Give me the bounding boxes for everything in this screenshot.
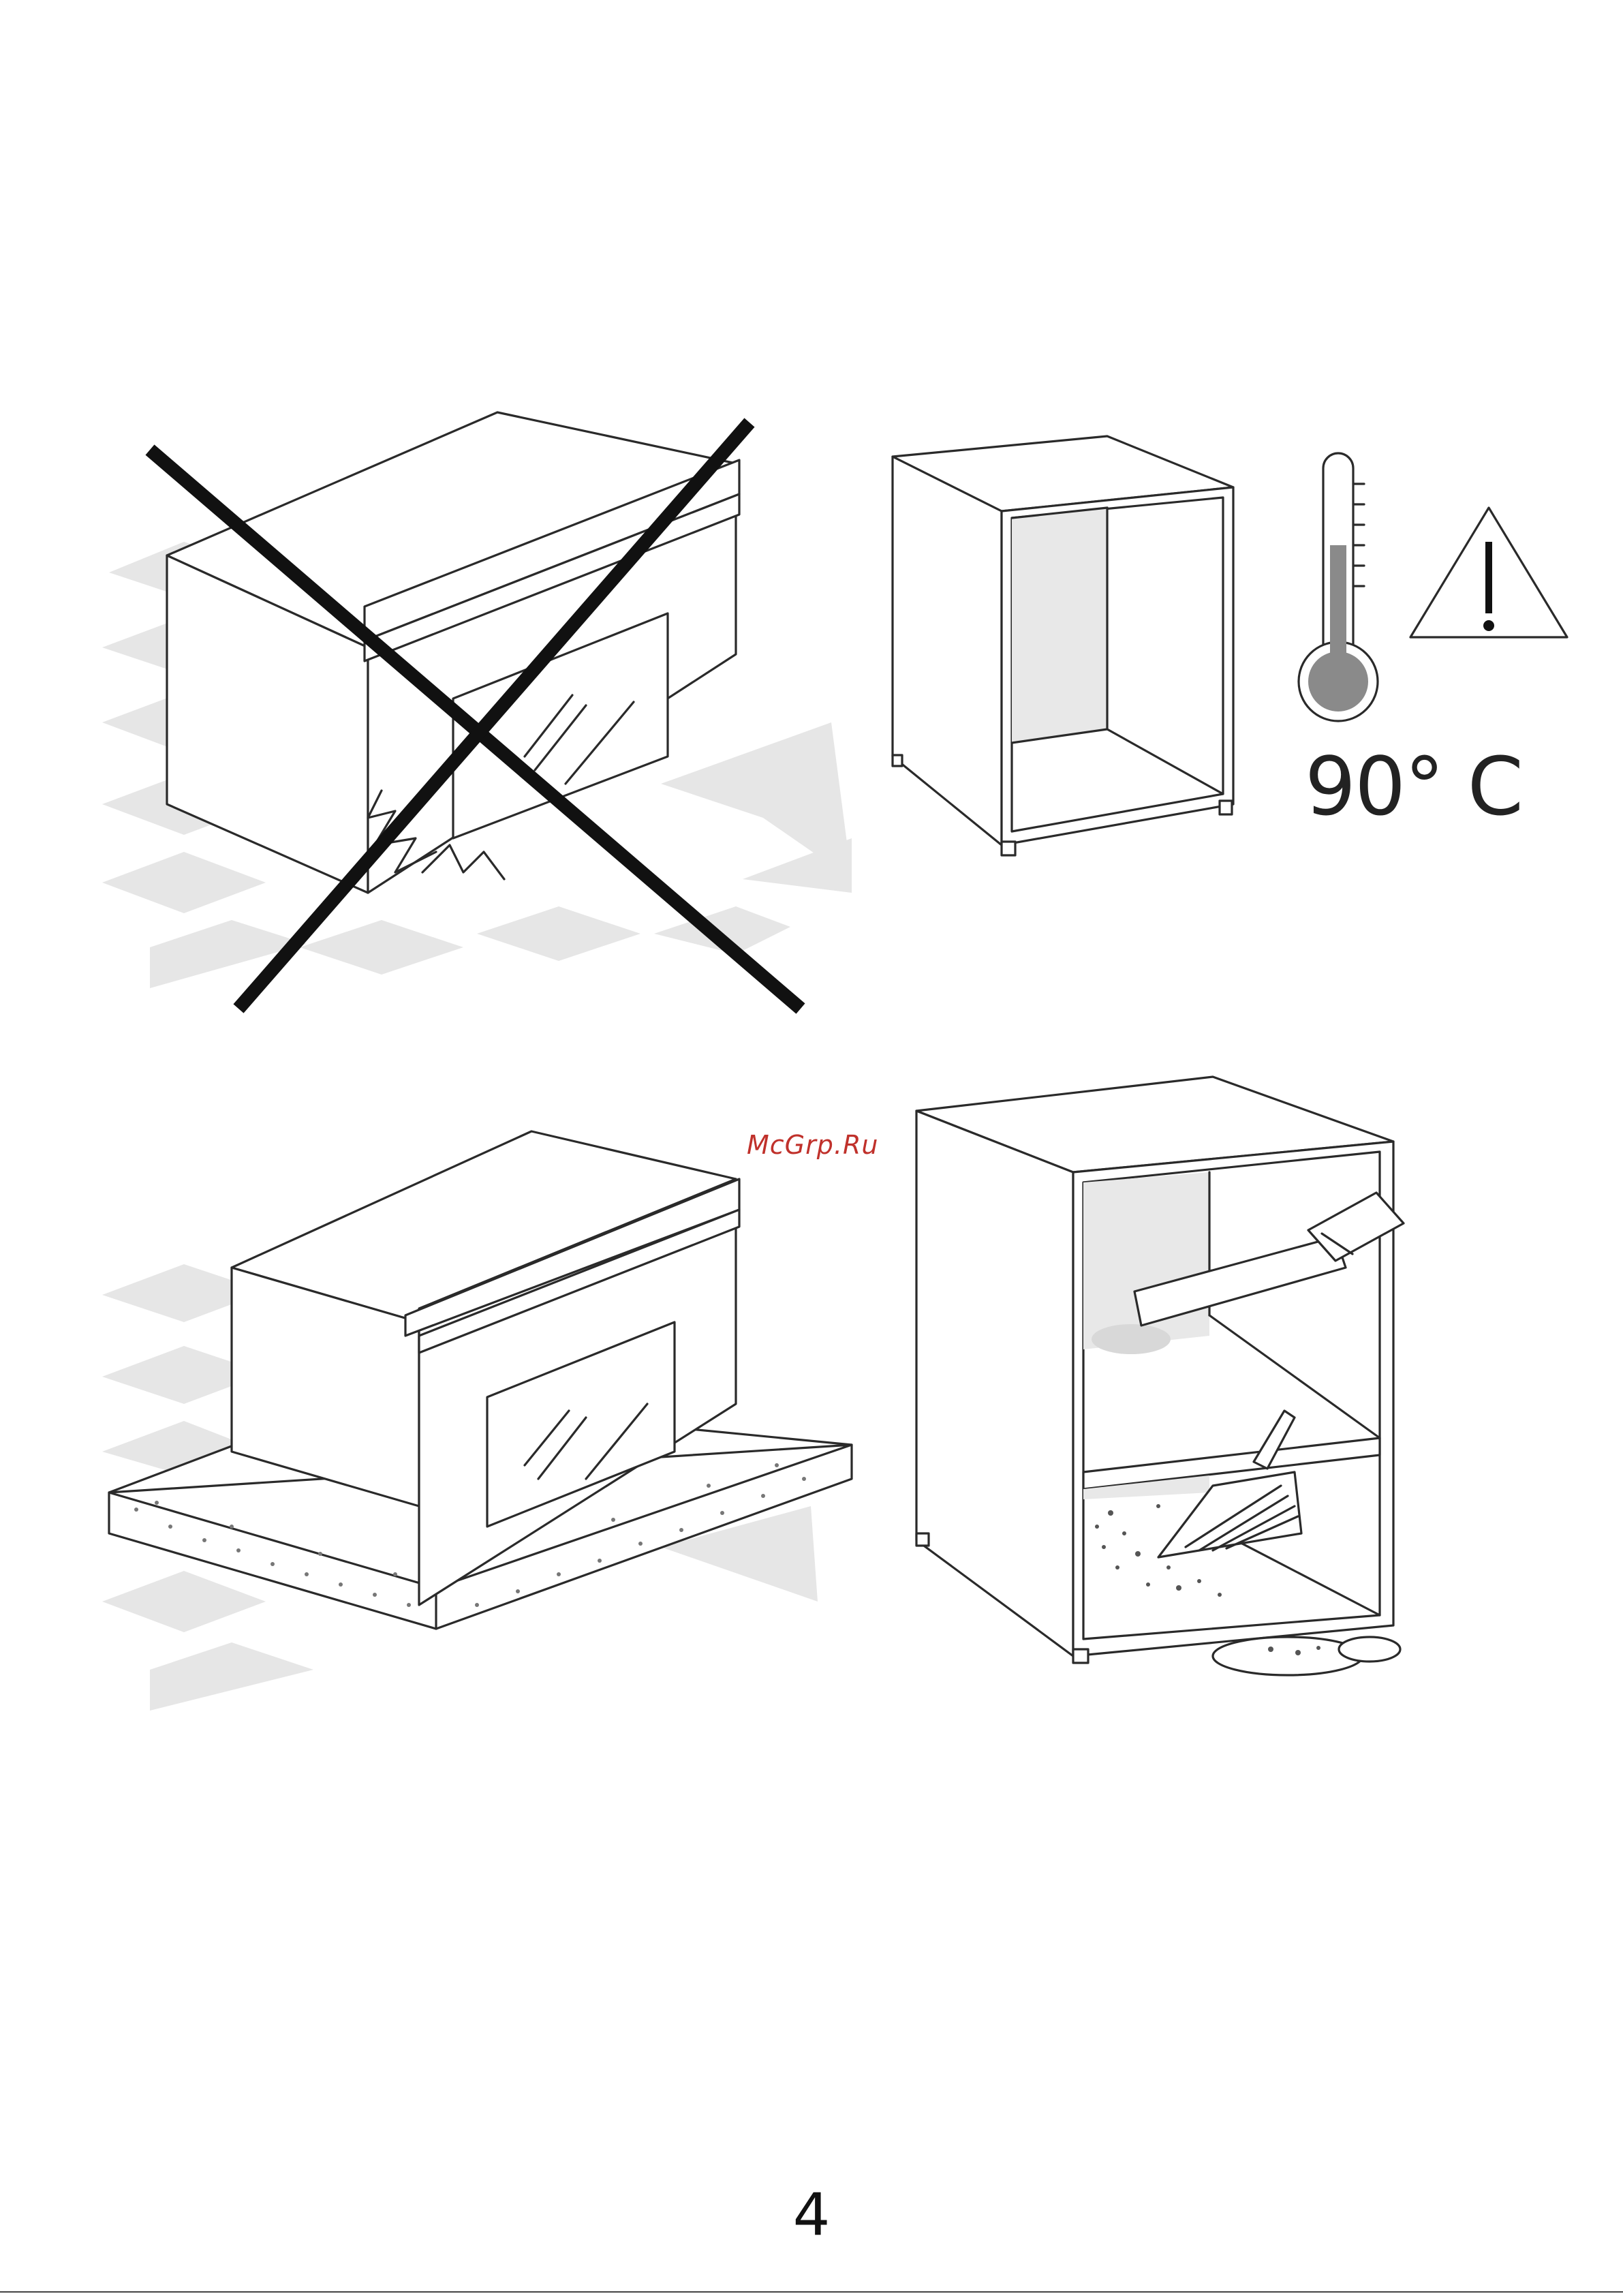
cabinet-cleaning-figure: [899, 1063, 1444, 1697]
oven-on-floor-wrong-figure: [95, 402, 865, 1029]
temperature-label: 90° C: [1305, 739, 1522, 833]
oven-on-base-figure: [95, 1124, 865, 1724]
warning-triangle-icon: [1410, 508, 1567, 637]
page-number: 4: [0, 2181, 1623, 2249]
bottom-rule: [0, 2291, 1623, 2293]
cabinet-outline: [916, 1077, 1393, 1663]
dustpan-icon: [1213, 1637, 1400, 1675]
cabinet-outline: [893, 436, 1233, 855]
oven-body: [167, 412, 739, 893]
thermometer-icon: [1299, 453, 1378, 721]
